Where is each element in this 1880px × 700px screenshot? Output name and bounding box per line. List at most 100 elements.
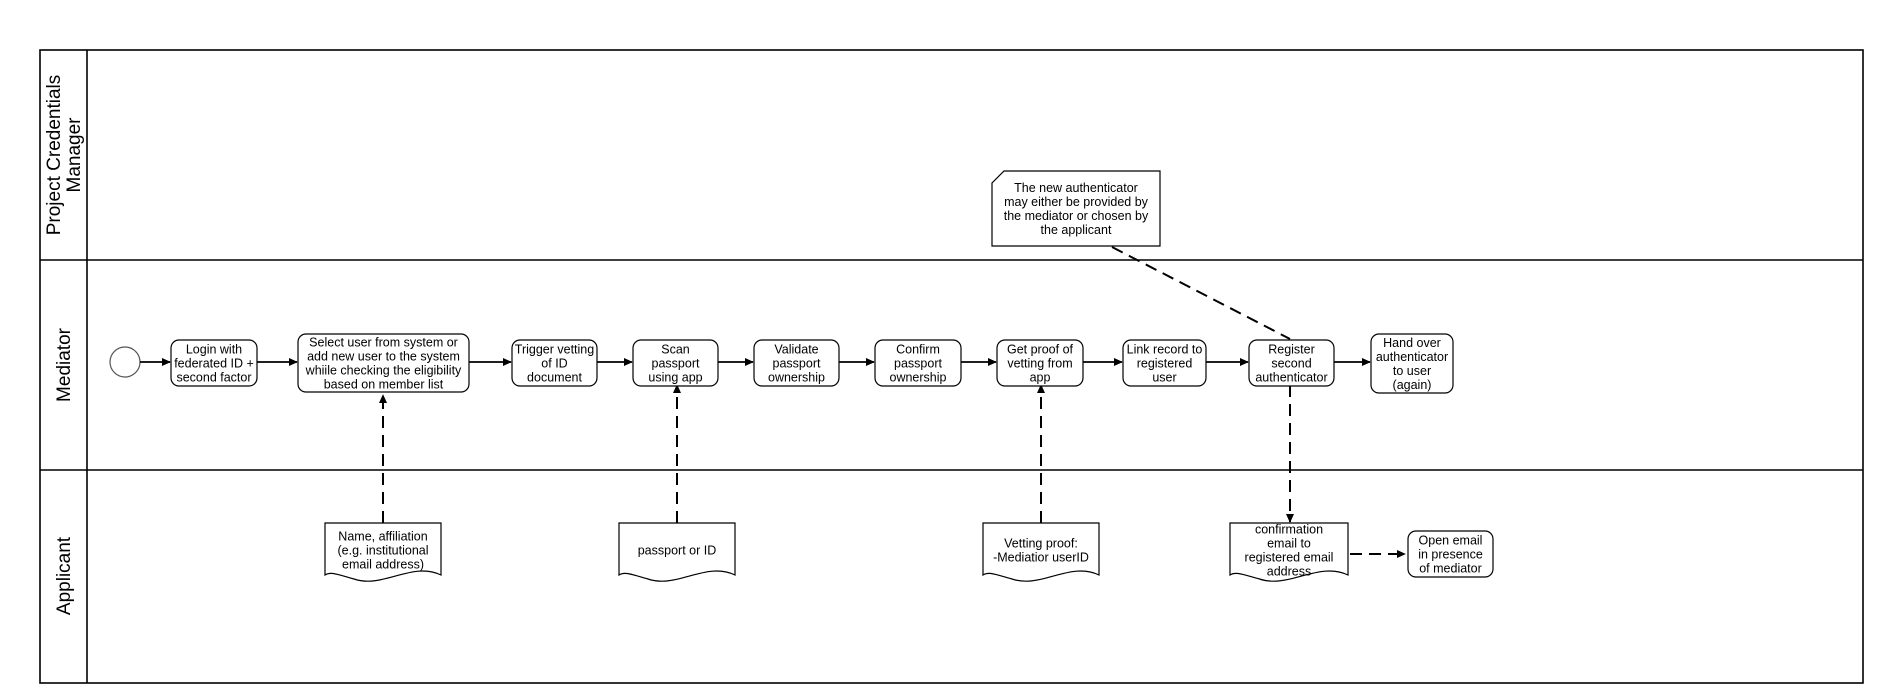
task-link-label-line: registered — [1137, 357, 1193, 371]
task-select-label-line: Select user from system or — [309, 336, 458, 350]
doc-email-label-line: confirmation — [1255, 523, 1323, 537]
task-login-label-line: federated ID + — [174, 357, 254, 371]
task-proof-label-line: app — [1030, 371, 1051, 385]
task-box[interactable] — [753, 339, 840, 387]
task-box[interactable] — [1407, 530, 1494, 578]
annotation-shape[interactable] — [991, 170, 1161, 247]
task-validate-label-line: Validate — [774, 343, 818, 357]
lane-label-line: Applicant — [54, 536, 75, 615]
task-handover-label-line: to user — [1393, 364, 1431, 378]
doc-name-label-line: Name, affiliation — [338, 530, 427, 544]
task-trigger-label-line: of ID — [541, 357, 567, 371]
document-shape[interactable] — [618, 522, 736, 582]
task-select-label-line: whiile checking the eligibility — [305, 364, 462, 378]
document-shape[interactable] — [1229, 522, 1349, 582]
task-confirm-label-line: ownership — [890, 371, 947, 385]
doc-passport-label: passport or ID — [638, 544, 717, 558]
task-box[interactable] — [1248, 339, 1335, 387]
task-box[interactable] — [170, 339, 258, 387]
lane-label-line: Mediator — [54, 327, 75, 402]
annotation-label-line: The new authenticator — [1014, 181, 1138, 195]
doc-vetting-label-line: -Mediatior userID — [993, 551, 1089, 565]
task-select-label-line: add new user to the system — [307, 350, 460, 364]
task-box[interactable] — [632, 339, 719, 387]
task-box[interactable] — [1370, 333, 1454, 394]
task-box[interactable] — [874, 339, 962, 387]
document-shape[interactable] — [982, 522, 1100, 582]
task-scan-label-line: Scan — [661, 343, 690, 357]
lane-label-line: Manager — [64, 117, 85, 193]
annotation-label-line: may either be provided by — [1004, 195, 1149, 209]
doc-email-label-line: address — [1267, 565, 1311, 579]
task-select-label-line: based on member list — [324, 378, 444, 392]
annotation-connector — [1111, 246, 1291, 340]
doc-vetting-label-line: Vetting proof: — [1004, 537, 1078, 551]
data-associations — [378, 246, 1406, 559]
task-register-label-line: second — [1271, 357, 1311, 371]
task-openemail-label-line: Open email — [1419, 534, 1483, 548]
document-shape[interactable] — [324, 522, 442, 582]
task-login-label-line: second factor — [176, 371, 251, 385]
doc-vetting-label: Vetting proof:-Mediatior userID — [993, 537, 1089, 565]
task-trigger-label-line: document — [527, 371, 582, 385]
task-validate-label-line: passport — [773, 357, 821, 371]
task-confirm-label-line: passport — [894, 357, 942, 371]
task-box[interactable] — [996, 339, 1084, 387]
task-link-label-line: Link record to — [1127, 343, 1203, 357]
task-proof-label-line: vetting from — [1007, 357, 1072, 371]
task-register-label-line: authenticator — [1255, 371, 1327, 385]
doc-vetting-data-object[interactable]: Vetting proof:-Mediatior userID — [982, 522, 1100, 582]
task-handover-label-line: authenticator — [1376, 350, 1448, 364]
doc-email-label-line: registered email — [1245, 551, 1334, 565]
start-event[interactable] — [109, 346, 141, 378]
task-box[interactable] — [297, 333, 470, 393]
task-link-label-line: user — [1152, 371, 1176, 385]
task-trigger-label-line: Trigger vetting — [515, 343, 594, 357]
doc-email-label-line: email to — [1267, 537, 1311, 551]
task-openemail-label-line: in presence — [1418, 548, 1483, 562]
task-scan-label-line: using app — [648, 371, 702, 385]
annotation-label-line: the applicant — [1041, 223, 1112, 237]
task-scan-label-line: passport — [652, 357, 700, 371]
doc-passport-label-line: passport or ID — [638, 544, 717, 558]
lane-label-line: Project Credentials — [44, 75, 65, 236]
task-box[interactable] — [511, 339, 598, 387]
task-proof-label-line: Get proof of — [1007, 343, 1074, 357]
doc-passport-data-object[interactable]: passport or ID — [618, 522, 736, 582]
task-box[interactable] — [1122, 339, 1207, 387]
lane-label-applicant: Applicant — [54, 536, 75, 615]
task-openemail-label-line: of mediator — [1419, 562, 1482, 576]
task-validate-label-line: ownership — [768, 371, 825, 385]
